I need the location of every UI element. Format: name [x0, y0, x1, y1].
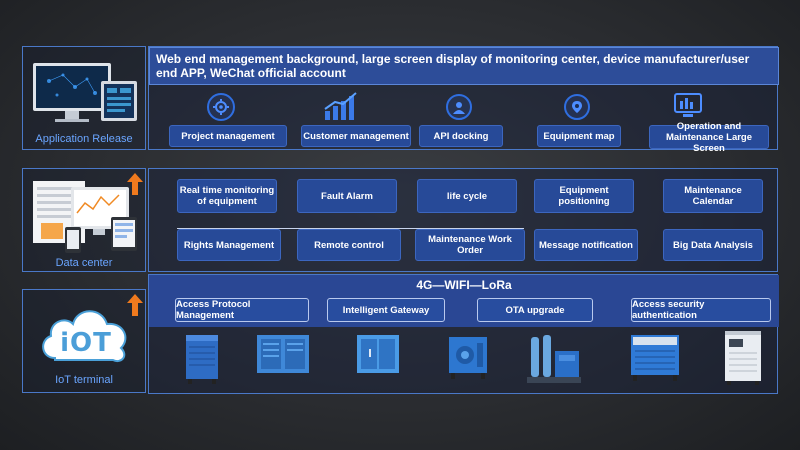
iot-logo-text: iOT: [60, 328, 112, 358]
ota-upgrade-button[interactable]: OTA upgrade: [477, 298, 593, 322]
air-compressor-device-5: [631, 335, 679, 381]
intelligent-gateway-button[interactable]: Intelligent Gateway: [327, 298, 445, 322]
up-arrow-icon: [127, 294, 143, 316]
iot-terminal-label: IoT terminal: [55, 374, 113, 386]
maintenance-work-order-button[interactable]: Maintenance Work Order: [415, 229, 525, 261]
bar-chart-icon: [324, 92, 357, 120]
air-compressor-device-3: [357, 335, 399, 373]
up-arrow-icon: [127, 173, 143, 195]
monitor-icon: [674, 93, 702, 117]
access-security-authentication-button[interactable]: Access security authentication: [631, 298, 771, 322]
operation-maintenance-screen-button[interactable]: Operation and Maintenance Large Screen: [649, 121, 769, 154]
gear-people-icon: [207, 93, 235, 121]
equipment-positioning-button[interactable]: Equipment positioning: [534, 179, 634, 213]
life-cycle-button[interactable]: life cycle: [417, 179, 517, 213]
iot-terminal-panel: iOT IoT terminal: [22, 289, 146, 393]
realtime-monitoring-button[interactable]: Real time monitoring of equipment: [177, 179, 277, 213]
person-circle-icon: [446, 94, 472, 120]
remote-control-button[interactable]: Remote control: [297, 229, 401, 261]
data-center-label: Data center: [55, 257, 113, 269]
network-protocols-title: 4G—WIFI—LoRa: [416, 278, 512, 292]
application-header: Web end management background, large scr…: [149, 47, 779, 85]
map-pin-icon: [564, 94, 590, 120]
project-management-button[interactable]: Project management: [169, 125, 287, 147]
divider-line: [414, 228, 524, 229]
air-dryer-device: [527, 335, 581, 383]
air-compressor-device-4: [449, 337, 487, 379]
rights-management-button[interactable]: Rights Management: [177, 229, 281, 261]
equipment-map-button[interactable]: Equipment map: [537, 125, 621, 147]
air-compressor-device-2: [257, 335, 309, 373]
application-release-label: Application Release: [35, 133, 133, 145]
maintenance-calendar-button[interactable]: Maintenance Calendar: [663, 179, 763, 213]
api-docking-button[interactable]: API docking: [419, 125, 503, 147]
fault-alarm-button[interactable]: Fault Alarm: [297, 179, 397, 213]
customer-management-button[interactable]: Customer management: [301, 125, 411, 147]
big-data-analysis-button[interactable]: Big Data Analysis: [663, 229, 763, 261]
divider-line: [177, 228, 417, 229]
access-protocol-management-button[interactable]: Access Protocol Management: [175, 298, 309, 322]
data-center-content: Real time monitoring of equipment Fault …: [148, 168, 778, 272]
data-center-panel: Data center: [22, 168, 146, 272]
air-compressor-device-6: [725, 331, 761, 385]
iot-terminal-content: 4G—WIFI—LoRa Access Protocol Management …: [148, 274, 779, 394]
dashboard-devices-illustration: [33, 181, 137, 253]
message-notification-button[interactable]: Message notification: [534, 229, 638, 261]
monitor-screens-illustration: [33, 63, 137, 122]
application-release-panel: Application Release: [22, 46, 146, 150]
application-release-content: Web end management background, large scr…: [148, 46, 779, 154]
air-compressor-device-1: [186, 335, 218, 384]
iot-cloud-logo: [42, 310, 127, 362]
